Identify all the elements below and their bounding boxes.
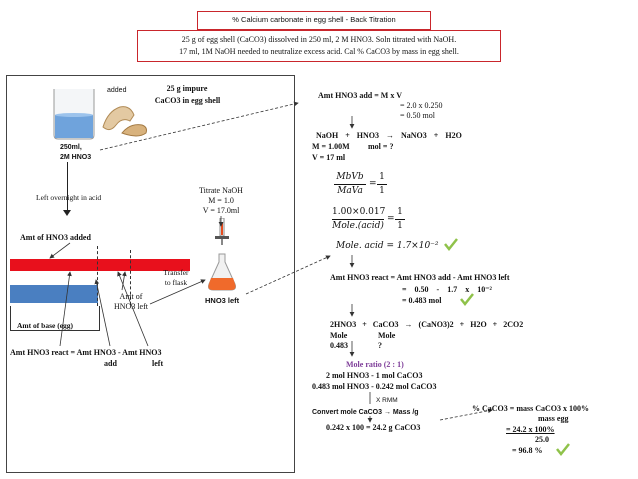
left-overnight-label: Left overnight in acid: [36, 193, 102, 202]
dashed-divider-2: [130, 250, 131, 305]
beaker-label-1: 250ml,: [60, 144, 82, 151]
eq2-mole-a: Mole: [330, 331, 348, 340]
amt-base-label: Amt of base (egg): [17, 321, 74, 330]
titrate-label-3: V = 17.0ml: [202, 206, 240, 215]
mole-ratio-label: Mole ratio (2 : 1): [346, 360, 404, 369]
amt-left-label-2: HNO3 left: [114, 302, 148, 311]
eq2-equation: 2HNO3 + CaCO3 → (CaNO3)2 + H2O + 2CO2: [330, 320, 524, 329]
problem-line-1: 25 g of egg shell (CaCO3) dissolved in 2…: [181, 35, 457, 44]
ratio-bar-left: [334, 184, 366, 185]
ratio-den-right: 1: [379, 186, 385, 196]
burette-flask-icon: [208, 218, 236, 291]
transfer-label-2: to flask: [164, 278, 188, 287]
mass-result: 0.242 x 100 = 24.2 g CaCO3: [326, 423, 421, 432]
calc-den-left: Mole.(acid): [332, 221, 384, 231]
react-right-line-1: Amt HNO3 react = Amt HNO3 add - Amt HNO3…: [330, 273, 510, 282]
problem-box: 25 g of egg shell (CaCO3) dissolved in 2…: [137, 30, 501, 62]
react-eq-line-1: Amt HNO3 react = Amt HNO3 - Amt HNO3: [10, 348, 162, 357]
eq2-mole-b: Mole: [378, 331, 396, 340]
title-box: % Calcium carbonate in egg shell - Back …: [197, 11, 431, 30]
ratio-bar-right: [377, 184, 387, 185]
ratio-num-right: 1: [379, 172, 385, 182]
ratio-line-1: 2 mol HNO3 - 1 mol CaCO3: [326, 371, 423, 380]
arrow-beaker-down: [67, 162, 68, 212]
pct-line-3: = 24.2 x 100%: [506, 425, 555, 434]
pct-line-1: % CaCO3 = mass CaCO3 x 100%: [472, 404, 590, 413]
neut-mol: mol = ?: [368, 142, 394, 151]
page-title: % Calcium carbonate in egg shell - Back …: [232, 15, 396, 24]
amt-add-line-3: = 0.50 mol: [400, 111, 435, 120]
beaker-icon: [53, 89, 95, 140]
neut-equation: NaOH + HNO3 → NaNO3 + H2O: [316, 131, 462, 140]
impure-label-2: CaCO3 in egg shell: [154, 96, 221, 105]
left-panel: [6, 75, 295, 473]
xrmm-label: X RMM: [376, 397, 398, 404]
blue-bar: [10, 285, 98, 303]
ratio-den-left: MaVa: [337, 186, 363, 196]
ratio-num-left: MbVb: [336, 172, 364, 182]
pct-line-4: 25.0: [535, 435, 549, 444]
calc-bar-right: [395, 219, 405, 220]
react-eq-add: add: [104, 359, 117, 368]
calc-den-right: 1: [397, 221, 403, 231]
amt-base-box: [10, 306, 100, 331]
mole-acid-result: Mole. acid = 1.7×10⁻²: [336, 241, 439, 251]
pct-line-5: = 96.8 %: [512, 446, 543, 455]
egg-shell-icon: [102, 106, 147, 137]
amt-add-line-2: = 2.0 x 0.250: [400, 101, 443, 110]
convert-label: Convert mole CaCO3 → Mass /g: [312, 409, 419, 416]
pct-line-2: mass egg: [538, 414, 569, 423]
react-right-line-2: = 0.50 - 1.7 x 10⁻²: [402, 285, 492, 294]
arrow-head-down: [63, 210, 71, 216]
calc-bar-left: [332, 219, 384, 220]
react-eq-left: left: [152, 359, 164, 368]
amt-add-line-1: Amt HNO3 add = M x V: [318, 91, 402, 100]
calc-num-right: 1: [397, 207, 403, 217]
react-right-line-3: = 0.483 mol: [402, 296, 442, 305]
dashed-divider-1: [97, 246, 98, 306]
eq2-val-b: ?: [378, 341, 382, 350]
titrate-label-2: M = 1.0: [208, 196, 234, 205]
amt-left-label-1: Amt of: [119, 292, 143, 301]
check-icon: [556, 443, 570, 456]
beaker-label-2: 2M HNO3: [60, 154, 92, 161]
titrate-label-1: Titrate NaOH: [199, 186, 243, 195]
added-label: added: [107, 87, 127, 94]
check-icon: [444, 238, 458, 251]
ratio-line-2: 0.483 mol HNO3 - 0.242 mol CaCO3: [312, 382, 437, 391]
transfer-label-1: Transfer: [163, 268, 189, 277]
neut-v: V = 17 ml: [312, 153, 346, 162]
impure-label-1: 25 g impure: [166, 84, 208, 93]
neut-m: M = 1.00M: [312, 142, 350, 151]
calc-num-left: 1.00×0.017: [332, 207, 386, 217]
check-icon: [460, 293, 474, 306]
ratio-equals: =: [369, 179, 377, 189]
eq2-val-a: 0.483: [330, 341, 348, 350]
calc-equals: =: [387, 214, 395, 224]
hno3-left-flask-label: HNO3 left: [205, 296, 240, 305]
red-bar: [10, 259, 190, 271]
amt-added-label: Amt of HNO3 added: [20, 233, 91, 242]
problem-line-2: 17 ml, 1M NaOH needed to neutralize exce…: [179, 47, 459, 56]
